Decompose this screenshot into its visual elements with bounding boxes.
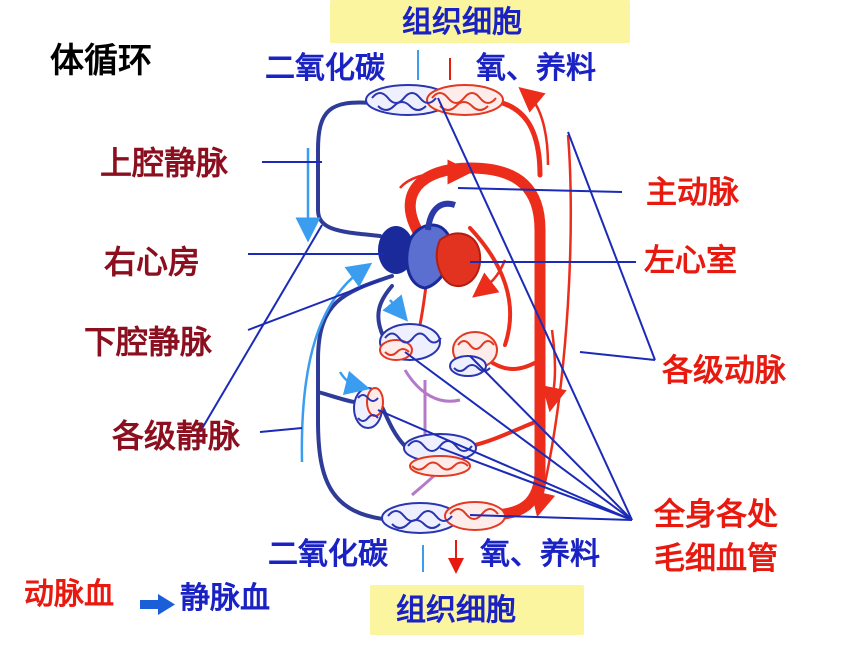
- artery-branch: [486, 358, 542, 371]
- aorta-label: 主动脉: [646, 175, 739, 211]
- o2-bottom-label: 氧、养料: [480, 537, 600, 572]
- capillary-networks: [353, 84, 506, 534]
- superior-vena-cava-vessel: [316, 100, 382, 238]
- guide-capillary-e: [439, 447, 633, 521]
- tissue-cells-top-label: 组织细胞: [402, 5, 522, 40]
- co2-top-label: 二氧化碳: [265, 51, 385, 86]
- co2-bottom-label: 二氧化碳: [268, 537, 388, 572]
- guide-lines: [199, 97, 656, 521]
- exchange-arrows: [417, 50, 464, 574]
- arrow-blue-left: [300, 262, 373, 463]
- capillary-middle-left: [379, 323, 442, 361]
- right-atrium-label: 右心房: [104, 243, 201, 281]
- artery-branch: [468, 226, 513, 347]
- aortic-root: [425, 200, 456, 231]
- guide-aorta: [457, 187, 623, 193]
- arrow-right-mid: [542, 329, 567, 413]
- aorta-vessel: [404, 162, 546, 521]
- vein-vessels: [316, 100, 406, 522]
- capillary-lower-middle: [403, 433, 477, 477]
- capillaries-label-line1: 全身各处: [654, 497, 778, 533]
- arrow-blue-up: [382, 294, 409, 322]
- legend-to-label: 静脉血: [180, 581, 270, 616]
- arteries-label: 各级动脉: [662, 353, 786, 389]
- legend-arrow-icon: [140, 594, 175, 615]
- guide-capillary-a: [437, 97, 633, 521]
- left-ventricle-shape: [435, 232, 482, 288]
- superior-vena-cava-label: 上腔静脉: [100, 144, 229, 182]
- legend-from-label: 动脉血: [24, 577, 114, 612]
- veins-label: 各级静脉: [112, 417, 241, 455]
- tissue-cells-bottom-label: 组织细胞: [396, 593, 516, 628]
- guide-capillary-b: [404, 351, 633, 521]
- arrow-aorta-top: [518, 86, 550, 166]
- o2-top-label: 氧、养料: [476, 51, 596, 86]
- capillary-small-left: [353, 387, 384, 429]
- guide-arteries-b: [579, 351, 656, 361]
- guide-veins-2: [259, 427, 303, 433]
- guide-capillary-d: [377, 409, 633, 521]
- capillaries-label-line2: 毛细血管: [654, 541, 778, 577]
- guide-capillary-f: [469, 514, 633, 521]
- guide-capillary-c: [469, 355, 633, 521]
- capillary-middle-right: [449, 331, 498, 377]
- diagram-title: 体循环: [50, 41, 152, 81]
- heart: [378, 200, 482, 290]
- arrow-aorta-arch: [399, 159, 473, 189]
- tissue-cells-bottom-box: [370, 585, 584, 635]
- tissue-cells-top-box: [330, 0, 630, 43]
- arrow-blue-ivc: [338, 370, 371, 396]
- guide-inferior-vena-cava: [247, 279, 381, 331]
- guide-arteries-a: [567, 131, 656, 361]
- inferior-vena-cava-label: 下腔静脉: [84, 323, 213, 361]
- arrow-right-outer: [530, 134, 573, 518]
- capillary-bottom: [381, 501, 506, 534]
- artery-branch: [473, 418, 542, 447]
- left-ventricle-label: 左心室: [644, 243, 737, 279]
- artery-branch: [482, 97, 543, 178]
- capillary-top: [365, 84, 504, 116]
- guide-veins: [199, 224, 323, 433]
- right-atrium-shape: [378, 226, 414, 274]
